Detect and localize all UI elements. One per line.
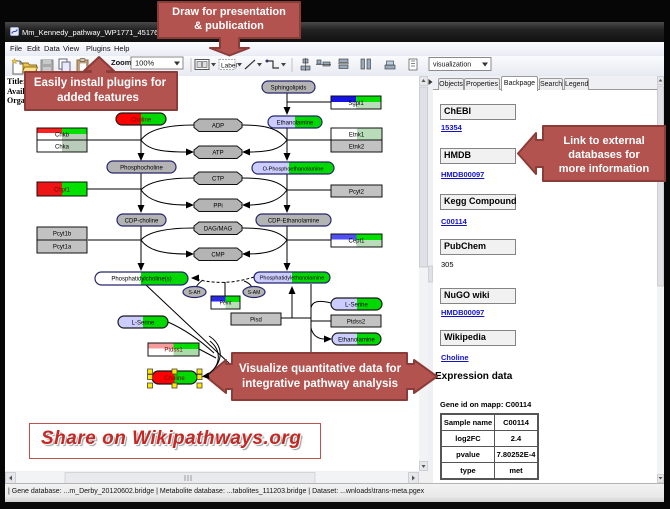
svg-text:CTP: CTP [212,177,224,183]
svg-text:Pemt: Pemt [220,301,232,307]
svg-text:PPi: PPi [213,204,222,210]
svg-text:ADP: ADP [212,124,224,130]
svg-text:Ptdss1: Ptdss1 [164,348,183,354]
svg-text:Pcyt2: Pcyt2 [349,190,365,196]
svg-text:Phosphocholine: Phosphocholine [120,166,163,172]
svg-text:CMP: CMP [211,253,224,259]
svg-text:Chpt1: Chpt1 [54,188,71,194]
svg-text:Draw for presentation: Draw for presentation [172,6,286,18]
svg-text:CDP-Ethanolamine: CDP-Ethanolamine [268,219,320,225]
svg-text:Pisd: Pisd [250,318,262,324]
svg-text:Chkb: Chkb [55,133,70,139]
svg-text:Label: Label [221,63,237,70]
svg-text:S-AH: S-AH [189,290,201,296]
svg-text:Etnk1: Etnk1 [349,133,365,139]
svg-text:DAG/MAG: DAG/MAG [204,227,233,233]
svg-text:Zoom:: Zoom: [111,58,134,67]
svg-text:Pcyt1b: Pcyt1b [53,232,72,238]
svg-text:Chka: Chka [55,145,70,151]
svg-text:CDP-choline: CDP-choline [125,219,159,225]
svg-text:Ethanolamine: Ethanolamine [277,121,314,127]
svg-text:ATP: ATP [212,151,223,157]
svg-text:Pcyt1a: Pcyt1a [53,245,72,251]
svg-text:L-Serine: L-Serine [345,303,368,309]
svg-text:O-Phosphoethanolamine: O-Phosphoethanolamine [263,167,324,173]
svg-text:S-AM: S-AM [248,290,261,296]
svg-text:L-Serine: L-Serine [132,321,155,327]
svg-text:Cept1: Cept1 [348,239,365,245]
svg-text:Phosphatidylcholine(s): Phosphatidylcholine(s) [111,277,171,283]
svg-text:visualization: visualization [433,62,471,69]
svg-text:Sphingolipids: Sphingolipids [271,86,307,92]
svg-text:100%: 100% [135,59,155,68]
svg-text:Sgpl1: Sgpl1 [348,101,364,107]
svg-text:Choline: Choline [164,376,185,382]
svg-text:Ptdss2: Ptdss2 [347,320,366,326]
svg-text:Phosphatidylethanolamine: Phosphatidylethanolamine [260,276,325,282]
svg-text:Ethanolamine: Ethanolamine [338,338,375,344]
svg-text:Etnk2: Etnk2 [349,145,365,151]
svg-text:Choline: Choline [131,118,152,124]
